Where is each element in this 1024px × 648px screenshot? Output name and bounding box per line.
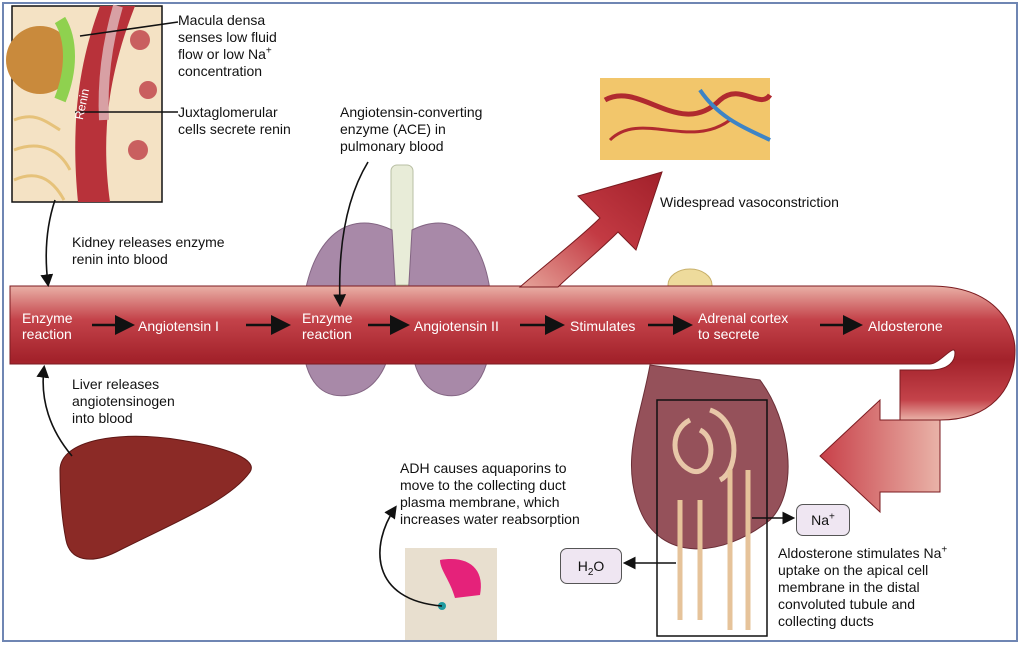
flow-aldosterone: Aldosterone: [868, 318, 943, 334]
sodium-superscript: +: [265, 45, 272, 57]
macula-densa-label: Macula densa senses low fluid flow or lo…: [178, 12, 277, 80]
flow-stimulates: Stimulates: [570, 318, 636, 334]
sodium-charge: +: [829, 511, 835, 523]
macula-densa-line-3-text: flow or low Na: [178, 46, 266, 62]
ace-label: Angiotensin-converting enzyme (ACE) in p…: [340, 104, 482, 155]
flow-enzyme-reaction-1: Enzyme reaction: [22, 310, 73, 342]
figure-frame: [2, 2, 1018, 642]
ace-line-1: Angiotensin-converting: [340, 104, 483, 120]
aldosterone-stimulates-line-1-text: Aldosterone stimulates Na: [778, 545, 942, 561]
vasoconstriction-branch: [518, 171, 663, 288]
juxtaglomerular-inset: [6, 4, 163, 203]
adh-line-1: ADH causes aquaporins to: [400, 460, 567, 476]
adh-line-2: move to the collecting duct: [400, 477, 566, 493]
aldosterone-stimulates-label: Aldosterone stimulates Na+ uptake on the…: [778, 545, 947, 630]
aldosterone-stimulates-line-5: collecting ducts: [778, 613, 874, 629]
aldosterone-stimulates-line-4: convoluted tubule and: [778, 596, 915, 612]
blood-vessel: [9, 285, 1016, 421]
kidney-releases-line-1: Kidney releases enzyme: [72, 234, 225, 250]
flow-enzyme-reaction-1-line-1: Enzyme: [22, 310, 73, 326]
return-arrowhead: [819, 398, 941, 514]
liver-illustration: [59, 435, 252, 560]
flow-angiotensin-1: Angiotensin I: [138, 318, 219, 334]
flow-adrenal-cortex: Adrenal cortex to secrete: [698, 310, 788, 342]
ace-line-3: pulmonary blood: [340, 138, 444, 154]
juxtaglomerular-line-1: Juxtaglomerular: [178, 104, 278, 120]
flow-enzyme-reaction-2: Enzyme reaction: [302, 310, 353, 342]
kidney-illustration: [630, 364, 789, 637]
callout-arrows: [36, 21, 796, 607]
macula-densa-line-1: Macula densa: [178, 12, 266, 28]
water-o: O: [593, 558, 605, 574]
kidney-releases-label: Kidney releases enzyme renin into blood: [72, 234, 225, 268]
macula-densa-line-2: senses low fluid: [178, 29, 277, 45]
capillary-bed-illustration: [600, 78, 773, 160]
adh-line-3: plasma membrane, which: [400, 494, 560, 510]
flow-angiotensin-2: Angiotensin II: [414, 318, 499, 334]
flow-enzyme-reaction-2-line-1: Enzyme: [302, 310, 353, 326]
juxtaglomerular-label: Juxtaglomerular cells secrete renin: [178, 104, 291, 138]
macula-densa-line-3: flow or low Na+: [178, 46, 277, 63]
flow-enzyme-reaction-2-line-2: reaction: [302, 326, 352, 342]
flow-adrenal-line-2: to secrete: [698, 326, 760, 342]
aldosterone-stimulates-line-2: uptake on the apical cell: [778, 562, 929, 578]
adh-line-4: increases water reabsorption: [400, 511, 580, 527]
sodium-symbol: Na: [811, 512, 830, 528]
adh-label: ADH causes aquaporins to move to the col…: [400, 460, 580, 528]
ace-line-2: enzyme (ACE) in: [340, 121, 446, 137]
liver-releases-label: Liver releases angiotensinogen into bloo…: [72, 376, 175, 427]
sodium-box: Na+: [796, 504, 850, 536]
juxtaglomerular-line-2: cells secrete renin: [178, 121, 291, 137]
sodium-superscript: +: [941, 544, 948, 556]
liver-releases-line-2: angiotensinogen: [72, 393, 175, 409]
pituitary-inset: [405, 548, 497, 640]
liver-releases-line-1: Liver releases: [72, 376, 160, 392]
kidney-releases-line-2: renin into blood: [72, 251, 168, 267]
flow-enzyme-reaction-1-line-2: reaction: [22, 326, 72, 342]
vasoconstriction-label: Widespread vasoconstriction: [660, 194, 839, 210]
water-box: H2O: [560, 548, 622, 584]
macula-densa-line-4: concentration: [178, 63, 263, 79]
flow-adrenal-line-1: Adrenal cortex: [698, 310, 789, 326]
aldosterone-stimulates-line-3: membrane in the distal: [778, 579, 920, 595]
liver-releases-line-3: into blood: [72, 410, 133, 426]
water-h: H: [577, 558, 588, 574]
aldosterone-stimulates-line-1: Aldosterone stimulates Na+: [778, 545, 947, 562]
water-subscript: 2: [587, 566, 594, 578]
